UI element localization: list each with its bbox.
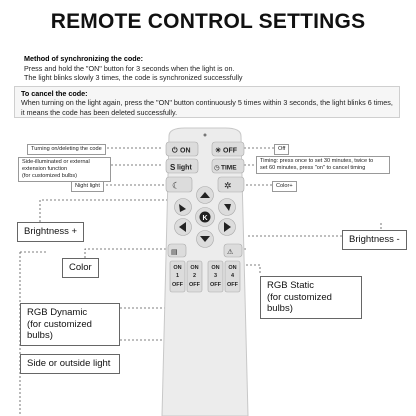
label-rgb-dynamic-line-2: (for customized bulbs) <box>27 318 92 342</box>
moon-icon: ☾ <box>172 181 180 191</box>
label-brightness-plus: Brightness + <box>17 222 85 242</box>
color-plus-button[interactable]: ✲ <box>217 176 245 193</box>
arrow-down-icon <box>200 236 210 242</box>
zone-3-off: OFF <box>210 282 222 288</box>
zone-3-on: ON <box>211 265 219 271</box>
label-rgb-static: RGB Static (for customized bulbs) <box>260 276 362 319</box>
remote-control: ⏻ ON ☀ OFF S light ◷ TIME ☾ ✲ K <box>161 127 249 416</box>
label-rgb-dynamic-line-1: RGB Dynamic <box>27 307 88 318</box>
zone-2-button[interactable]: ON 2 OFF <box>186 260 203 293</box>
cancel-heading: To cancel the code: <box>21 89 88 98</box>
off-button[interactable]: ☀ OFF <box>211 141 245 157</box>
label-turn-on-delete: Turning on/deleting the code <box>27 144 106 155</box>
sun-icon: ☀ <box>215 147 221 155</box>
clock-icon: ◷ <box>214 165 220 172</box>
label-off: Off <box>274 144 290 155</box>
zone-3-button[interactable]: ON 3 OFF <box>207 260 224 293</box>
label-timing-line-1: Timing: press once to set 30 minutes, tw… <box>260 158 374 164</box>
label-side-outside: Side or outside light <box>20 354 120 374</box>
arrow-right-icon <box>224 222 231 232</box>
label-side-line-2: extension function <box>22 166 68 172</box>
arrow-left-icon <box>179 222 186 232</box>
label-side-line-3: (for customized bulbs) <box>22 173 78 179</box>
on-button[interactable]: ⏻ ON <box>165 141 199 157</box>
label-timing-line-2: set 60 minutes, press "on" to cancel tim… <box>260 165 366 171</box>
side-light-label: light <box>177 165 192 172</box>
rgb-static-icon: ⚠ <box>227 248 233 256</box>
zone-3-number: 3 <box>214 273 217 279</box>
brightness-down-button[interactable] <box>196 230 214 248</box>
up-right-button[interactable] <box>218 198 236 216</box>
brightness-up-button[interactable] <box>196 186 214 204</box>
arrow-down-left-icon <box>179 204 186 212</box>
label-color-plus: Color+ <box>272 181 297 192</box>
label-night-light: Night light <box>71 181 104 192</box>
cancel-line-1: When turning on the light again, press t… <box>21 98 393 108</box>
zone-1-off: OFF <box>172 282 184 288</box>
rgb-dynamic-button[interactable]: ▤ <box>167 243 187 258</box>
arrow-up-right-icon <box>224 204 231 211</box>
sync-line-1: Press and hold the "ON" button for 3 sec… <box>24 63 235 73</box>
arrow-up-icon <box>200 192 210 198</box>
label-rgb-dynamic: RGB Dynamic (for customized bulbs) <box>20 303 120 346</box>
zone-1-number: 1 <box>176 273 179 279</box>
zone-4-off: OFF <box>227 282 239 288</box>
label-side-line-1: Side-illuminated or external <box>22 159 90 165</box>
timer-button[interactable]: ◷ TIME <box>211 158 245 174</box>
rgb-dynamic-icon: ▤ <box>171 249 178 256</box>
cancel-line-2: it means the code has been deleted succe… <box>21 107 178 117</box>
zone-2-on: ON <box>190 265 198 271</box>
zone-2-off: OFF <box>189 282 201 288</box>
zone-1-on: ON <box>173 265 181 271</box>
k-icon: K <box>203 215 208 222</box>
night-light-button[interactable]: ☾ <box>165 176 193 193</box>
side-light-s-label: S <box>170 163 176 172</box>
rgb-static-button[interactable]: ⚠ <box>223 243 243 258</box>
page-title: REMOTE CONTROL SETTINGS <box>50 10 366 33</box>
power-icon: ⏻ <box>172 147 178 155</box>
cancel-instructions: To cancel the code: When turning on the … <box>14 86 400 118</box>
label-color: Color <box>62 258 99 278</box>
timer-label: TIME <box>221 165 237 172</box>
sync-heading: Method of synchronizing the code: <box>24 54 143 63</box>
zone-1-button[interactable]: ON 1 OFF <box>169 260 186 293</box>
zone-4-number: 4 <box>231 273 235 279</box>
color-down-button[interactable] <box>174 198 192 216</box>
sync-instructions: Method of synchronizing the code: Press … <box>24 54 394 83</box>
sync-line-2: The light blinks slowly 3 times, the cod… <box>24 73 243 83</box>
right-button[interactable] <box>218 218 236 236</box>
zone-2-number: 2 <box>193 273 196 279</box>
label-rgb-static-line-1: RGB Static <box>267 280 314 291</box>
center-button[interactable]: K <box>195 207 215 227</box>
zone-4-on: ON <box>228 265 236 271</box>
zone-4-button[interactable]: ON 4 OFF <box>224 260 241 293</box>
color-sun-icon: ✲ <box>224 181 232 191</box>
label-side-illuminated: Side-illuminated or external extension f… <box>18 157 111 182</box>
label-timing: Timing: press once to set 30 minutes, tw… <box>256 156 390 174</box>
label-rgb-static-line-2: (for customized bulbs) <box>267 291 332 315</box>
left-button[interactable] <box>174 218 192 236</box>
off-button-label: OFF <box>223 148 238 155</box>
on-button-label: ON <box>180 148 191 155</box>
label-brightness-minus: Brightness - <box>342 230 407 250</box>
side-light-button[interactable]: S light <box>165 158 199 174</box>
